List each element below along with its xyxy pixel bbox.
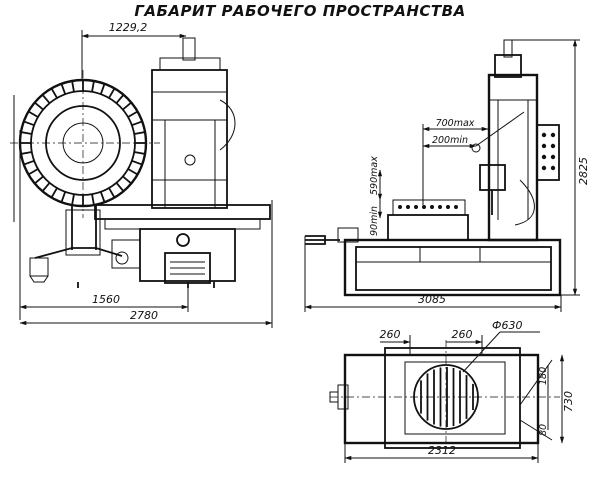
machine-column <box>151 37 236 209</box>
side-dim-590max: 590max <box>369 156 380 195</box>
side-dim-700max: 700max <box>436 118 475 129</box>
side-dim-height: 2825 <box>577 157 590 185</box>
plan-dim-260-left: 260 <box>380 328 401 341</box>
front-dim-base: 1560 <box>92 293 120 306</box>
page-title: ГАБАРИТ РАБОЧЕГО ПРОСТРАНСТВА <box>134 2 466 20</box>
plan-view: 260 260 Ф630 180 730 80 2312 <box>329 319 575 463</box>
plan-dim-260-right: 260 <box>452 328 473 341</box>
side-dim-200min: 200min <box>432 135 468 146</box>
plan-dim-730: 730 <box>562 391 575 412</box>
side-dim-length: 3085 <box>418 293 446 306</box>
front-dim-overall: 2780 <box>130 309 158 322</box>
plan-dim-length: 2312 <box>428 444 456 457</box>
side-dim-90min: 90min <box>369 206 380 236</box>
side-view: 700max 200min 590max 90min 2825 3085 <box>304 39 590 312</box>
front-dim-top: 1229,2 <box>109 21 148 34</box>
front-view: 1229,2 1560 2780 <box>10 21 273 328</box>
gear-wheel <box>10 70 160 218</box>
plan-dim-80: 80 <box>538 424 549 436</box>
plan-dim-diameter: Ф630 <box>492 319 522 332</box>
machine-base-front <box>77 204 271 288</box>
plan-dim-180: 180 <box>538 367 549 385</box>
